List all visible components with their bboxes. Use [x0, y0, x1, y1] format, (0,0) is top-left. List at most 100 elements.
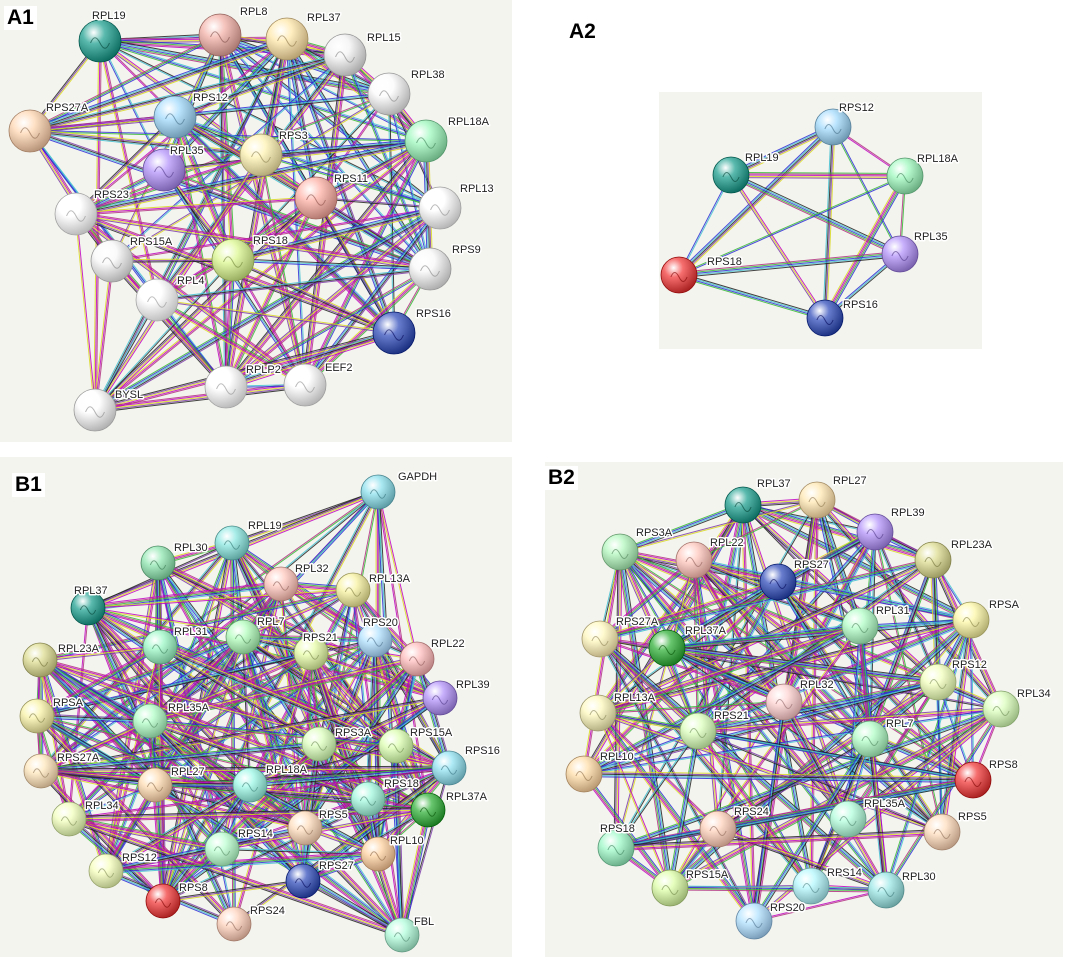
node-rps27a[interactable]: [8, 109, 52, 153]
node-fbl[interactable]: [384, 917, 420, 953]
node-rpl34[interactable]: [51, 801, 87, 837]
node-structure-icon: [277, 35, 297, 47]
node-rpl35a[interactable]: [829, 800, 867, 838]
node-rpl19[interactable]: [78, 19, 122, 63]
node-structure-icon: [924, 557, 942, 567]
node-rpl10[interactable]: [565, 755, 603, 793]
node-rpl13a[interactable]: [335, 572, 371, 608]
node-rpl19[interactable]: [214, 525, 250, 561]
node-rpl13[interactable]: [418, 186, 462, 230]
node-rps15a[interactable]: [651, 869, 689, 907]
node-rps5[interactable]: [287, 810, 323, 846]
node-rpl32[interactable]: [765, 683, 803, 721]
node-rps12[interactable]: [88, 853, 124, 889]
node-rps14[interactable]: [792, 867, 830, 905]
panel-label-b1: B1: [12, 473, 45, 497]
node-rps15a[interactable]: [90, 239, 134, 283]
node-rps12[interactable]: [153, 95, 197, 139]
node-rps8[interactable]: [145, 883, 181, 919]
node-rpl37a[interactable]: [410, 792, 446, 828]
node-rpsa[interactable]: [19, 698, 55, 734]
node-rpl7[interactable]: [851, 720, 889, 758]
node-rpl35a[interactable]: [132, 703, 168, 739]
node-rpl39[interactable]: [856, 513, 894, 551]
node-rpl30[interactable]: [867, 871, 905, 909]
edge-rpl18a-rps16: [822, 174, 904, 317]
node-gapdh[interactable]: [360, 474, 396, 510]
node-bysl[interactable]: [73, 388, 117, 432]
node-rpl23a[interactable]: [914, 541, 952, 579]
edge-rpl34-rpl10: [584, 709, 1002, 776]
node-rpl4[interactable]: [135, 278, 179, 322]
node-rps3a[interactable]: [601, 533, 639, 571]
edge-rps11-rps23: [76, 198, 317, 216]
node-rps24[interactable]: [216, 906, 252, 942]
node-rps18[interactable]: [597, 829, 635, 867]
node-rps16[interactable]: [372, 311, 416, 355]
node-rpl35[interactable]: [881, 235, 919, 273]
node-rpl13a[interactable]: [579, 694, 617, 732]
node-rps27a[interactable]: [23, 753, 59, 789]
node-rpl27[interactable]: [798, 481, 836, 519]
node-label-rps8: RPS8: [989, 759, 1018, 771]
node-rpl39[interactable]: [422, 680, 458, 716]
node-rpl37a[interactable]: [648, 629, 686, 667]
node-rps21[interactable]: [679, 712, 717, 750]
node-rpl7[interactable]: [225, 619, 261, 655]
node-rpl18a[interactable]: [232, 767, 268, 803]
node-rpl10[interactable]: [360, 836, 396, 872]
node-rpl22[interactable]: [675, 541, 713, 579]
node-rps8[interactable]: [954, 761, 992, 799]
node-rpl18a[interactable]: [886, 157, 924, 195]
node-rps27[interactable]: [759, 563, 797, 601]
node-rpl31[interactable]: [841, 607, 879, 645]
node-rps20[interactable]: [357, 622, 393, 658]
edge-rps9-eef2: [303, 267, 430, 384]
node-rpl15[interactable]: [323, 33, 367, 77]
edge-rpl22-rps27a: [598, 558, 694, 638]
node-rpl37[interactable]: [70, 590, 106, 626]
node-rps9[interactable]: [408, 247, 452, 291]
node-rps3[interactable]: [239, 133, 283, 177]
edge-rpl10-rps8: [583, 776, 973, 784]
node-eef2[interactable]: [283, 363, 327, 407]
edge-rpl19-rpl38: [99, 43, 389, 98]
node-rpl32[interactable]: [263, 566, 299, 602]
node-rps12[interactable]: [814, 108, 852, 146]
node-rps14[interactable]: [204, 831, 240, 867]
node-rpl30[interactable]: [140, 545, 176, 581]
node-rps18[interactable]: [660, 256, 698, 294]
node-rpl19[interactable]: [712, 156, 750, 194]
node-rpl38[interactable]: [367, 72, 411, 116]
node-rps16[interactable]: [806, 299, 844, 337]
node-rpl18a[interactable]: [404, 119, 448, 163]
node-rps24[interactable]: [699, 810, 737, 848]
node-rpl35[interactable]: [142, 148, 186, 192]
node-rpl22[interactable]: [399, 641, 435, 677]
node-rpl27[interactable]: [137, 767, 173, 803]
node-rpl37[interactable]: [724, 486, 762, 524]
node-rpl34[interactable]: [982, 690, 1020, 728]
node-rps23[interactable]: [54, 192, 98, 236]
node-rpl37[interactable]: [265, 17, 309, 61]
node-rps12[interactable]: [919, 663, 957, 701]
edge-rpl27-rpl22: [693, 498, 817, 560]
node-rps21[interactable]: [293, 635, 329, 671]
node-rps18[interactable]: [211, 238, 255, 282]
node-rpl31[interactable]: [142, 629, 178, 665]
node-label-rps3: RPS3: [279, 130, 308, 142]
node-rps3a[interactable]: [301, 726, 337, 762]
node-rps27a[interactable]: [581, 620, 619, 658]
node-rps27[interactable]: [285, 863, 321, 899]
node-rpsa[interactable]: [952, 601, 990, 639]
node-rps18[interactable]: [350, 781, 386, 817]
node-rps5[interactable]: [923, 813, 961, 851]
node-rps11[interactable]: [294, 176, 338, 220]
node-rps20[interactable]: [735, 902, 773, 940]
node-rplp2[interactable]: [204, 365, 248, 409]
node-rps16[interactable]: [431, 750, 467, 786]
node-rpl8[interactable]: [198, 13, 242, 57]
node-rps15a[interactable]: [378, 728, 414, 764]
node-rpl23a[interactable]: [22, 642, 58, 678]
edge-rps21-rps8: [697, 730, 974, 781]
